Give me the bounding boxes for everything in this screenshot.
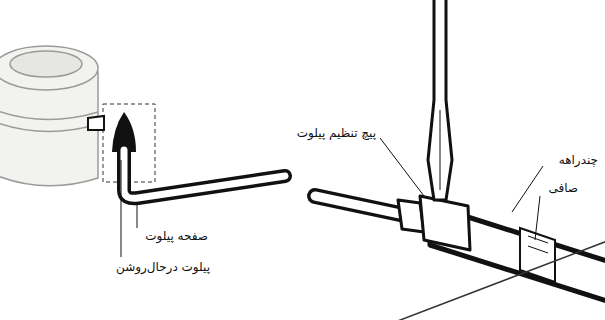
part-label: چندراهه bbox=[557, 153, 600, 169]
pilot-tube bbox=[124, 150, 400, 214]
screwdriver bbox=[428, 0, 452, 200]
part-label: صافی bbox=[546, 181, 580, 197]
adjust-fitting bbox=[398, 196, 470, 250]
burner bbox=[0, 46, 98, 186]
pilot-plate bbox=[88, 116, 104, 130]
part-label: پیلوت درحال‌روشن bbox=[114, 260, 212, 276]
part-label: پیچ تنظیم پیلوت bbox=[295, 126, 378, 142]
surface-edge bbox=[395, 240, 605, 320]
leader-lines bbox=[121, 138, 543, 257]
part-label: صفحه پیلوت bbox=[143, 229, 210, 245]
